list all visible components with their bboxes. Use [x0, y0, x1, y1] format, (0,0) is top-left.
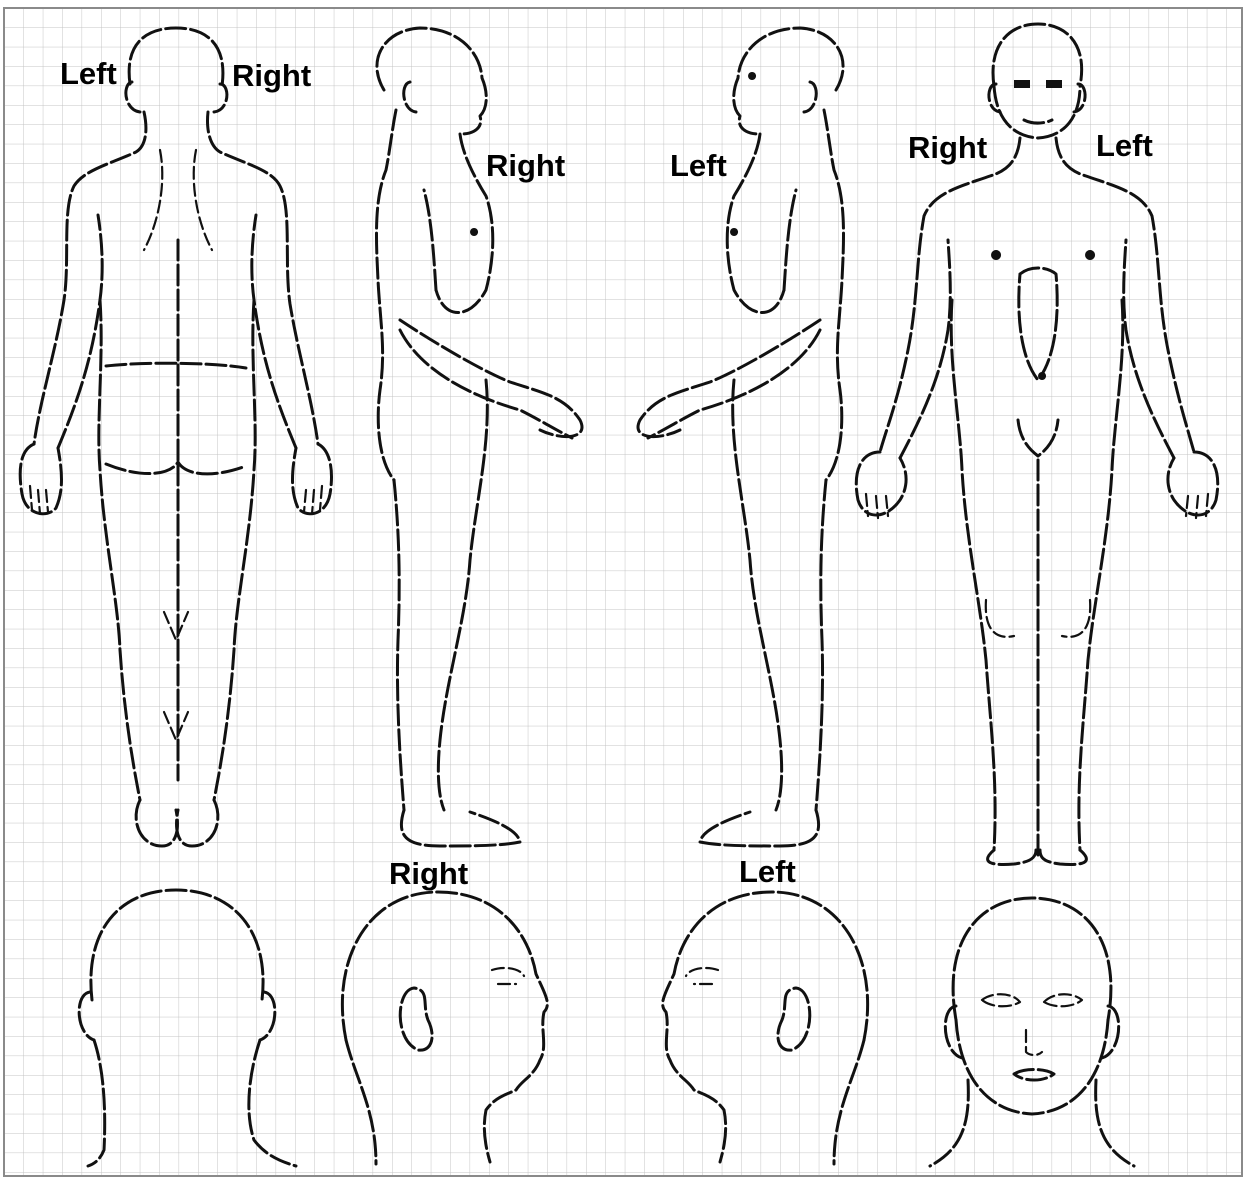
back-view-right-label: Right	[232, 60, 311, 91]
front-view-right-label: Right	[908, 132, 987, 163]
front-view-left-label: Left	[1096, 130, 1153, 161]
left-side-head-label: Left	[739, 856, 796, 887]
right-side-head-label: Right	[389, 858, 468, 889]
left-side-view-label: Left	[670, 150, 727, 181]
grid-paper	[4, 8, 1242, 1176]
back-view-left-label: Left	[60, 58, 117, 89]
right-side-view-label: Right	[486, 150, 565, 181]
